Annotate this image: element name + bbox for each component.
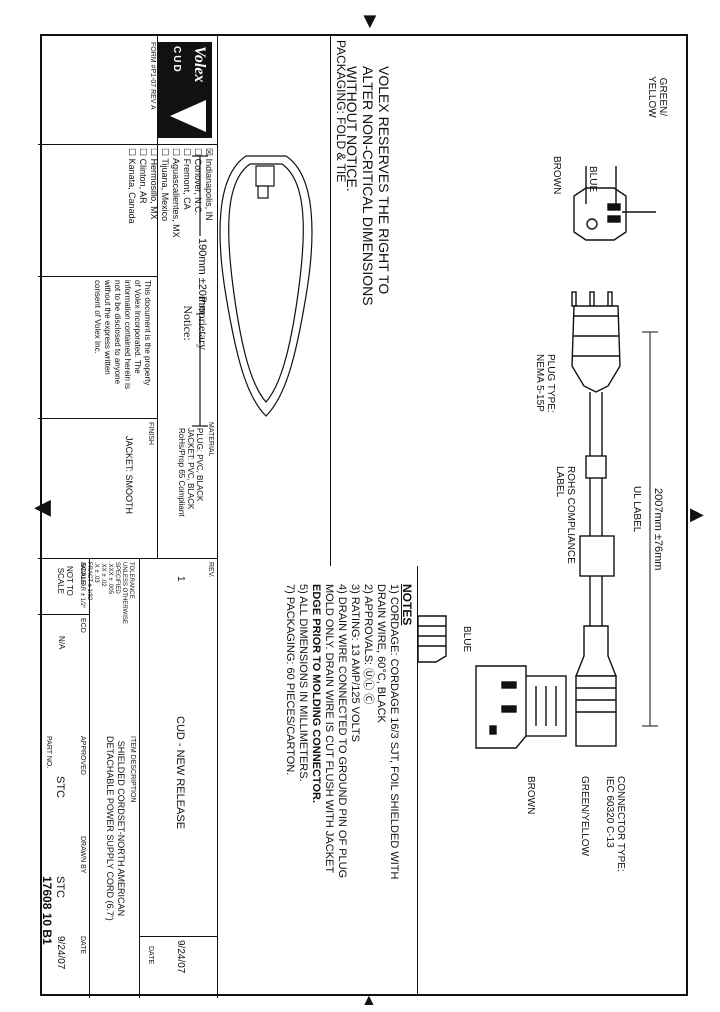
label-blue-right: BLUE [461,626,472,653]
label-connector-type: CONNECTOR TYPE: IEC 60320 C-13 [604,776,626,872]
titleblock-top [217,36,218,998]
date-label: DATE [147,946,154,965]
note-line: MOLD ONLY. DRAIN WIRE IS CUT FLUSH WITH … [323,584,335,874]
location-item: ☐ Conover, N.C. [193,148,203,216]
date2-value: 9/24/07 [55,936,66,970]
label-length: 2007mm ±76mm [652,486,664,573]
material-line: PLUG: PVC, BLACK [195,428,204,502]
cord [579,392,615,656]
scale-value: NOT TO SCALE [56,566,74,596]
label-plug-type: PLUG TYPE: NEMA 5-15P [534,354,556,413]
location-item: ☒ Indianapolis, IN [204,148,214,221]
packaging-coil [192,155,313,427]
drawn-label: DRAWN BY [79,836,86,874]
part-value: 17608 10 B1 [40,876,54,945]
approved-label: APPROVED [79,736,86,775]
left-marker: ◀ [34,494,51,519]
tolerance: TOLERANCE UNLESS OTHERWISE SPECIFIED .XX… [79,562,134,624]
notes-title: NOTES [400,584,414,626]
ecd-value: N/A [57,636,66,650]
note-line: 4) DRAIN WIRE CONNECTED TO GROUND PIN OF… [336,584,348,879]
part-label: PART NO. [45,736,52,769]
location-name: Clinton, AR [138,158,148,204]
note-line: EDGE PRIOR TO MOLDING CONNECTOR. [310,584,322,803]
rev-desc: CUD - NEW RELEASE [174,716,186,830]
location-name: Indianapolis, IN [204,158,214,221]
titleblock-col-2 [38,276,158,277]
titleblock-col-1 [38,144,218,145]
location-item: ☐ Aguascalientes, MX [171,148,181,238]
titleblock-rev-col [140,936,218,937]
note-line: 7) PACKAGING: 60 PIECES/CARTON. [284,584,296,776]
note-line: 5) ALL DIMENSIONS IN MILLIMETERS. [297,584,309,782]
location-item: ☐ Kanata, Canada [127,148,137,224]
item-desc-label: ITEM DESCRIPTION [129,736,136,803]
cordset-drawing [192,155,658,749]
plug-side [571,291,621,393]
drawing-sheet: VOLEX RESERVES THE RIGHT TO ALTER NON-CR… [38,34,688,998]
label-ul: UL LABEL [631,486,642,533]
material-lines: PLUG: PVC, BLACK JACKET: PVC, BLACK RoHs… [177,428,204,516]
connector-face [417,615,527,749]
drawn-value: STC [54,876,66,898]
note-line: 2) APPROVALS: ⓊⓁ Ⓒ [362,584,374,705]
titleblock-col-3 [38,418,158,419]
material-label: MATERIAL [207,422,214,457]
finish-label: FINISH [147,422,154,445]
location-name: Kanata, Canada [127,158,137,224]
label-green-yellow: GREEN/ YELLOW [646,76,668,118]
titleblock-row-right-2 [89,558,90,998]
approved-value: STC [54,776,66,798]
material-line: JACKET: PVC, BLACK [186,428,195,510]
rev-date: 9/24/07 [175,940,186,974]
bottom-marker: ▲ [361,992,377,1009]
location-name: Tijuana, Mexico [160,158,170,222]
label-brown: BROWN [551,156,562,195]
titleblock-col-4 [38,558,218,559]
label-rohs: ROHS COMPLIANCE LABEL [554,466,576,564]
date2-label: DATE [79,936,86,955]
proprietary-text: This document is the property of Volex I… [93,280,152,389]
label-blue: BLUE [587,166,598,193]
location-name: Aguascalientes, MX [171,158,181,238]
notes-divider [417,566,418,996]
rev-value: 1 [175,576,186,582]
note-line: DRAIN WIRE, 60°C, BLACK [375,584,387,723]
rev-label: REV. [207,562,214,578]
item-desc: SHIELDED CORDSET-NORTH AMERICAN DETACHAB… [105,736,126,921]
note-line: 1) CORDAGE: CORDAGE 16/3 SJT, FOIL SHIEL… [388,584,400,880]
material-line: RoHs/Prop 65 Compliant [177,428,186,517]
location-name: Hermosillo, MX [149,158,159,220]
finish-value: JACKET: SMOOTH [124,436,134,515]
connector-side [517,625,618,747]
label-green-yellow-right: GREEN/YELLOW [579,776,590,857]
location-item: ☐ Tijuana, Mexico [160,148,170,222]
notes-list: 1) CORDAGE: CORDAGE 16/3 SJT, FOIL SHIEL… [283,584,400,879]
logo-sub: CUD [171,46,182,74]
form-number: FORM #P1-07 REV A [149,42,156,110]
logo-mark [170,100,206,132]
plug-face [573,166,656,241]
top-marker: ▼ [359,8,381,33]
volex-logo: Volex CUD [158,42,212,138]
logo-text: Volex [191,46,208,83]
location-item: ☐ Clinton, AR [138,148,148,204]
location-name: Conover, N.C. [193,158,203,216]
length-dimension [642,331,658,727]
titleblock-row-right-1 [139,558,140,998]
label-brown-right: BROWN [525,776,536,815]
location-item: ☐ Hermosillo, MX [149,148,159,220]
right-marker: ▶ [690,504,704,524]
proprietary-title: Proprietary Notice: [181,296,210,350]
note-line: 3) RATING: 13 AMP/125 VOLTS [349,584,361,742]
location-name: Fremont, CA [182,158,192,210]
location-item: ☐ Fremont, CA [182,148,192,210]
location-list: ☒ Indianapolis, IN ☐ Conover, N.C. ☐ Fre… [126,148,214,274]
